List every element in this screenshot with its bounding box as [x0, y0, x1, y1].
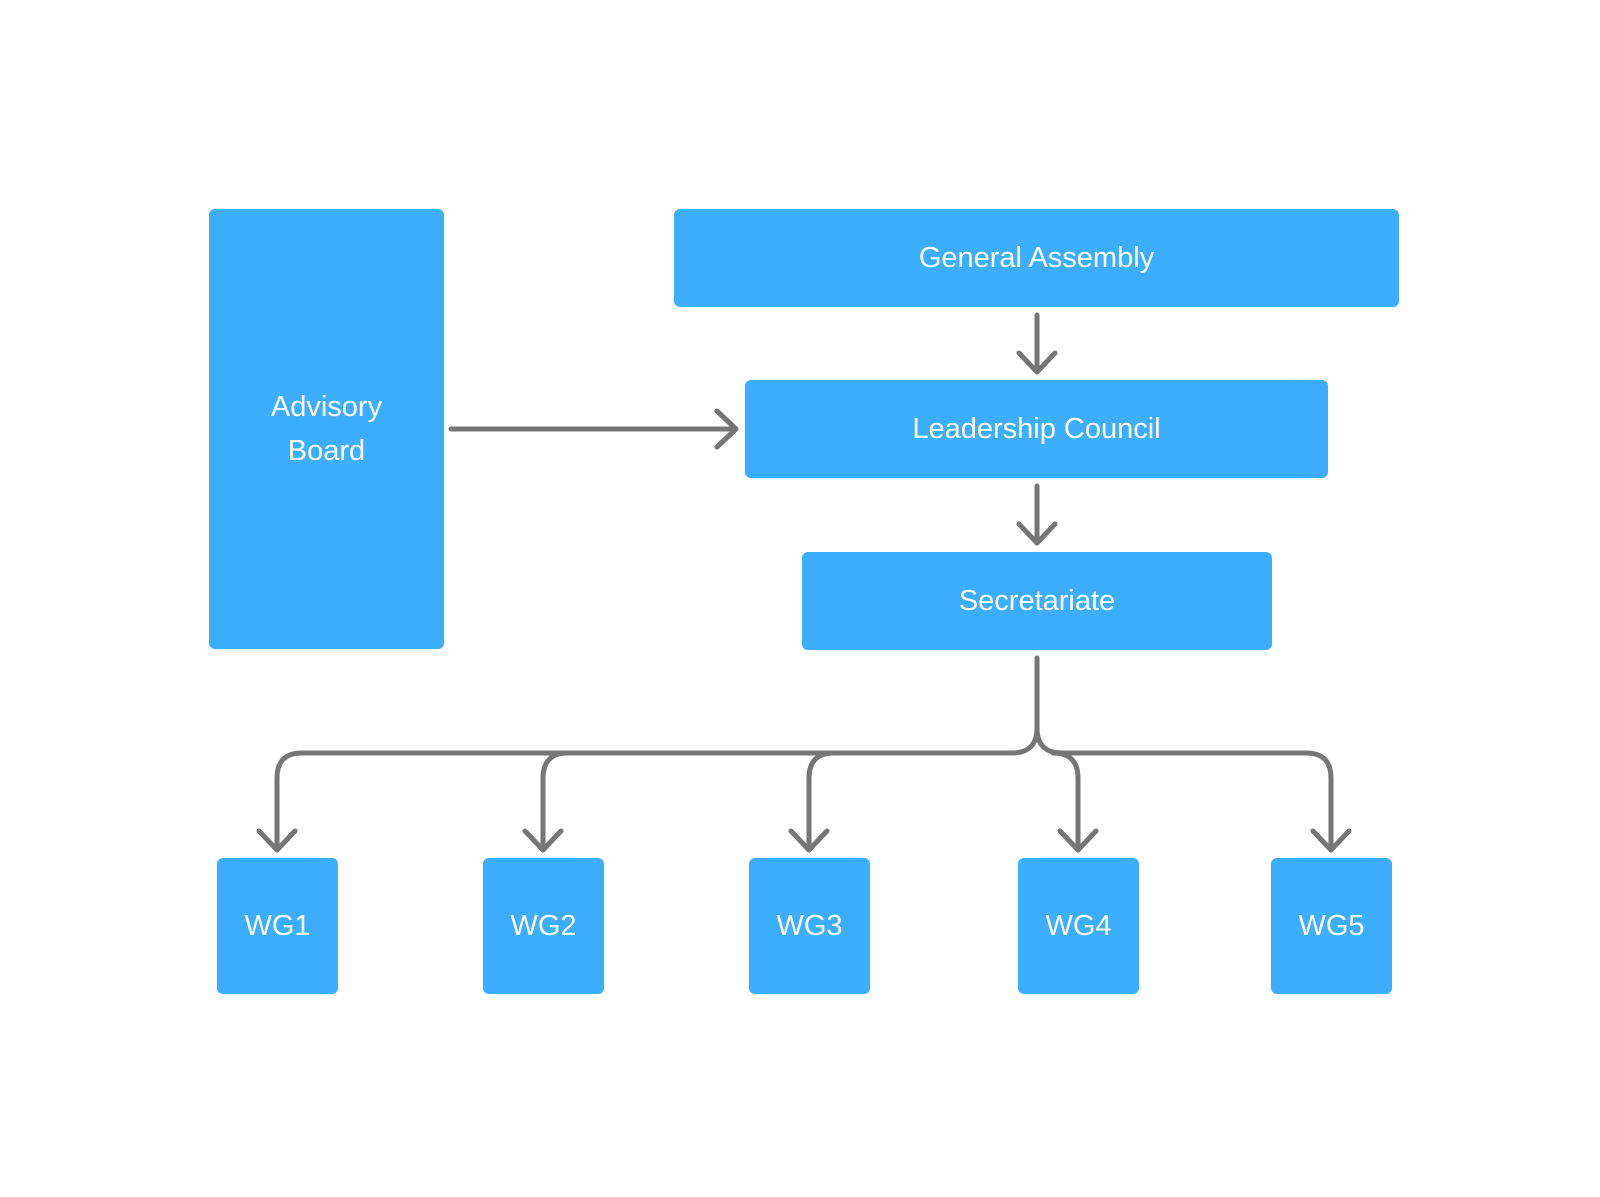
working-group-node-wg4: WG4	[1018, 858, 1139, 994]
secretariate-label: Secretariate	[958, 585, 1116, 617]
general-assembly-label: General Assembly	[918, 242, 1155, 274]
connector-branch-wg4	[1050, 750, 1081, 853]
arrow-to-wg1	[256, 828, 298, 853]
wg1-label: WG1	[244, 910, 311, 942]
arrow-to-wg4	[1057, 828, 1099, 853]
arrow-to-wg2	[522, 828, 564, 853]
working-group-node-wg5: WG5	[1271, 858, 1392, 994]
connector-bus-left	[274, 750, 1015, 853]
arrow-assembly-to-council	[1016, 312, 1058, 375]
working-group-node-wg2: WG2	[483, 858, 604, 994]
secretariate-node: Secretariate	[802, 552, 1272, 650]
working-group-node-wg3: WG3	[749, 858, 870, 994]
advisory-board-label-line1: Advisory	[270, 391, 383, 423]
advisory-board-label-line2: Board	[287, 435, 366, 467]
leadership-council-label: Leadership Council	[912, 413, 1161, 445]
connector-bus-right	[1034, 725, 1334, 853]
arrow-advisory-to-council	[448, 408, 739, 450]
leadership-council-node: Leadership Council	[745, 380, 1328, 478]
wg4-label: WG4	[1045, 910, 1112, 942]
wg3-label: WG3	[776, 910, 843, 942]
connector-branch-wg2	[540, 750, 571, 853]
arrow-to-wg3	[788, 828, 830, 853]
advisory-board-node: Advisory Board	[209, 209, 444, 649]
general-assembly-node: General Assembly	[674, 209, 1399, 307]
arrow-to-wg5	[1310, 828, 1352, 853]
connector-secretariate-trunk	[1009, 655, 1040, 756]
connector-branch-wg3	[806, 750, 837, 853]
wg5-label: WG5	[1298, 910, 1365, 942]
wg2-label: WG2	[510, 910, 577, 942]
working-group-node-wg1: WG1	[217, 858, 338, 994]
arrow-council-to-secretariate	[1016, 483, 1058, 546]
